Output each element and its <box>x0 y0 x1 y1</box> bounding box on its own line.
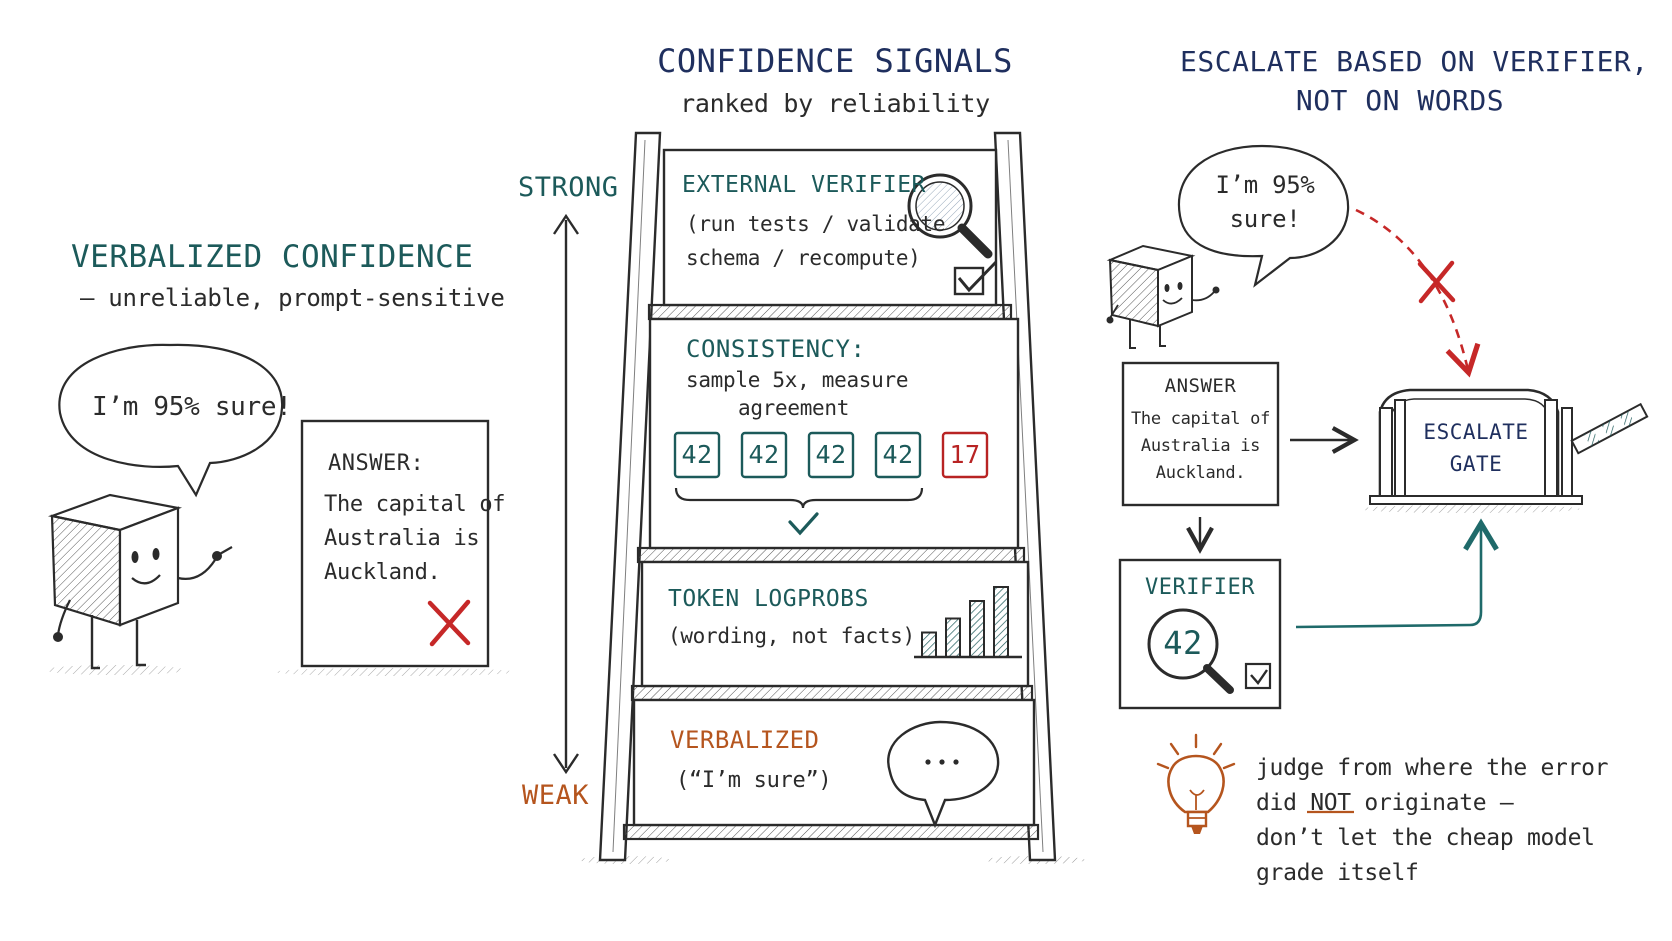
left-answer-card <box>275 419 515 676</box>
tip-line-4: grade itself <box>1256 860 1419 886</box>
sample-value-1: 42 <box>681 440 713 469</box>
verbalized-ellipsis-speech-icon <box>887 720 1000 829</box>
gate-label-line-1: ESCALATE <box>1423 420 1529 444</box>
sample-value-4: 42 <box>882 440 914 469</box>
consistency-line-1: sample 5x, measure <box>686 368 909 392</box>
right-answer-line-1: The capital of <box>1130 409 1271 429</box>
consistency-checkmark-icon <box>788 512 819 536</box>
logprob-bar <box>921 631 937 658</box>
external-verifier-line-2: schema / recompute) <box>686 246 921 270</box>
sample-value-5-outlier: 17 <box>949 440 981 469</box>
strong-label: STRONG <box>518 172 619 203</box>
left-title: VERBALIZED CONFIDENCE <box>71 239 474 275</box>
gate-label-line-2: GATE <box>1449 452 1503 476</box>
left-speech-text: I’m 95% sure! <box>92 392 292 422</box>
left-answer-line-2: Australia is <box>324 526 480 551</box>
right-cube-character <box>1106 244 1220 349</box>
consistency-title: CONSISTENCY: <box>686 335 866 363</box>
verifier-label: VERIFIER <box>1145 575 1255 600</box>
right-speech-line-1: I’m 95% <box>1215 171 1315 199</box>
logprobs-title: TOKEN LOGPROBS <box>668 586 869 612</box>
left-cube-character <box>45 493 233 675</box>
tip-line-2-pre: did <box>1256 790 1311 816</box>
right-answer-line-3: Auckland. <box>1155 463 1246 483</box>
rejected-dashed-arrow <box>1355 208 1481 378</box>
left-answer-line-1: The capital of <box>324 492 506 517</box>
consistency-line-2: agreement <box>738 396 850 420</box>
center-title: CONFIDENCE SIGNALS <box>657 42 1013 80</box>
left-speech-bubble <box>58 343 284 498</box>
consistency-samples <box>673 431 989 479</box>
right-answer-card <box>1121 361 1280 507</box>
logprob-bar <box>969 600 985 658</box>
logprob-bar-chart-icon <box>914 586 1022 659</box>
right-speech-bubble <box>1177 144 1350 288</box>
tip-line-2: did NOT originate – <box>1256 790 1514 816</box>
external-verifier-title: EXTERNAL VERIFIER <box>682 172 926 198</box>
strong-weak-arrow <box>553 213 579 775</box>
external-magnifier-icon <box>907 173 993 259</box>
consistency-brace-icon <box>674 487 924 509</box>
external-verifier-line-1: (run tests / validate <box>686 212 946 236</box>
tip-line-2-post: originate – <box>1350 790 1514 816</box>
verifier-value: 42 <box>1163 624 1203 662</box>
escalate-gate-icon <box>1360 388 1649 513</box>
sample-value-2: 42 <box>748 440 780 469</box>
left-red-x-icon <box>427 599 471 647</box>
verifier-to-gate-arrow <box>1295 518 1499 629</box>
right-red-x-icon <box>1417 260 1456 304</box>
right-title-line-1: ESCALATE BASED ON VERIFIER, <box>1180 45 1649 78</box>
sample-value-3: 42 <box>815 440 847 469</box>
external-checkbox-icon <box>953 260 998 296</box>
logprob-bar <box>993 586 1009 658</box>
verifier-checkbox-icon <box>1244 662 1272 690</box>
left-answer-line-3: Auckland. <box>324 560 441 585</box>
logprobs-line: (wording, not facts) <box>668 624 915 648</box>
right-answer-label: ANSWER <box>1164 375 1237 397</box>
right-title-line-2: NOT ON WORDS <box>1295 84 1505 117</box>
right-speech-line-2: sure! <box>1229 205 1301 233</box>
lightbulb-icon <box>1156 733 1236 834</box>
left-answer-label: ANSWER: <box>328 451 425 476</box>
ladder <box>580 131 1085 864</box>
logprob-bar <box>945 617 961 658</box>
right-answer-line-2: Australia is <box>1140 436 1261 456</box>
tip-emphasis-not: NOT <box>1310 790 1351 816</box>
verbalized-title: VERBALIZED <box>670 726 820 754</box>
center-subtitle: ranked by reliability <box>680 89 990 118</box>
weak-label: WEAK <box>522 780 590 811</box>
tip-line-3: don’t let the cheap model <box>1256 825 1595 851</box>
verbalized-line: (“I’m sure”) <box>676 768 832 793</box>
tip-line-1: judge from where the error <box>1256 755 1609 781</box>
left-subtitle: – unreliable, prompt-sensitive <box>80 284 505 312</box>
